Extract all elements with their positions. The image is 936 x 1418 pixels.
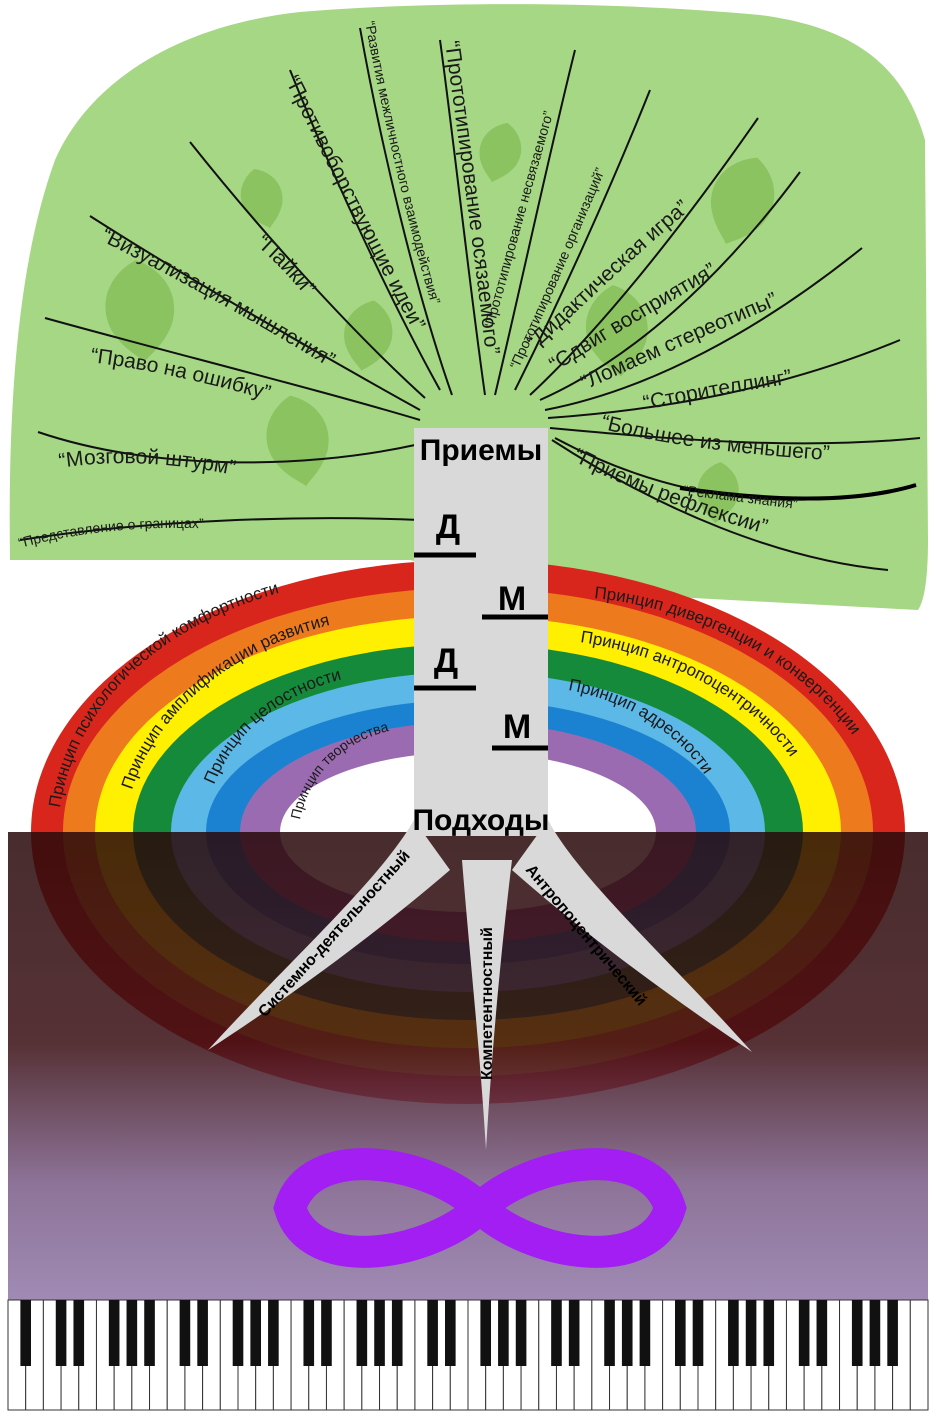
black-key [73, 1300, 84, 1366]
trunk-top-label: Приемы [420, 434, 542, 467]
black-key [746, 1300, 757, 1366]
black-key [604, 1300, 615, 1366]
black-key [109, 1300, 120, 1366]
trunk-marker: М [503, 708, 531, 746]
black-key [321, 1300, 332, 1366]
black-key [498, 1300, 509, 1366]
black-key [56, 1300, 67, 1366]
black-key [357, 1300, 368, 1366]
black-key [817, 1300, 828, 1366]
black-key [728, 1300, 739, 1366]
black-key [551, 1300, 562, 1366]
trunk-marker: М [498, 580, 526, 618]
black-key [622, 1300, 633, 1366]
black-key [250, 1300, 261, 1366]
black-key [763, 1300, 774, 1366]
trunk-bottom-label: Подходы [412, 804, 549, 837]
trunk-marker: Д [436, 508, 460, 546]
black-key [693, 1300, 704, 1366]
black-key [887, 1300, 898, 1366]
black-key [197, 1300, 208, 1366]
black-key [799, 1300, 810, 1366]
black-key [144, 1300, 155, 1366]
black-key [127, 1300, 138, 1366]
black-key [427, 1300, 438, 1366]
black-key [268, 1300, 279, 1366]
piano-keys [8, 1300, 928, 1410]
black-key [640, 1300, 651, 1366]
black-key [870, 1300, 881, 1366]
approach-label: Компетентностный [479, 927, 496, 1080]
black-key [374, 1300, 385, 1366]
black-key [303, 1300, 314, 1366]
black-key [480, 1300, 491, 1366]
black-key [516, 1300, 527, 1366]
black-key [569, 1300, 580, 1366]
trunk-marker: Д [434, 642, 458, 680]
black-key [852, 1300, 863, 1366]
black-key [20, 1300, 31, 1366]
black-key [392, 1300, 403, 1366]
white-key [910, 1300, 928, 1410]
black-key [445, 1300, 456, 1366]
black-key [180, 1300, 191, 1366]
black-key [233, 1300, 244, 1366]
black-key [675, 1300, 686, 1366]
